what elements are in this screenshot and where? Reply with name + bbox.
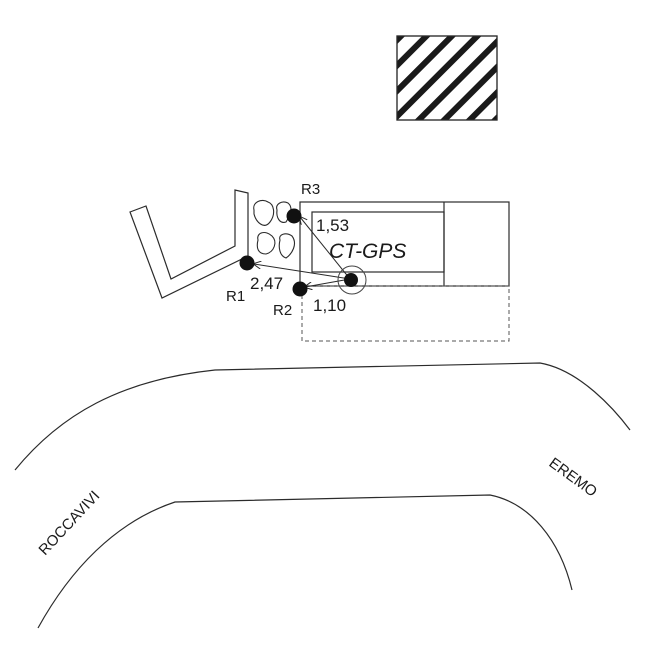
ct-gps-marker [344, 273, 358, 287]
main-structure [299, 201, 510, 287]
dashed-area [301, 285, 510, 342]
distance-r3: 1,53 [316, 216, 349, 235]
station-label: CT-GPS [329, 240, 406, 263]
receiver-r3-label: R3 [301, 181, 320, 198]
receiver-r1-label: R1 [226, 288, 245, 305]
road-inner-edge [37, 494, 573, 629]
line-to-r2 [305, 278, 351, 287]
line-to-r3 [300, 217, 351, 280]
receiver-r1-marker [239, 255, 255, 271]
road-outer-edge [14, 362, 631, 471]
road-label-west: ROCCAVIVI [35, 488, 103, 559]
measurement-lines [254, 217, 351, 287]
l-shaped-wall [129, 189, 249, 299]
ct-gps-circle [337, 265, 367, 295]
receiver-r3-marker [286, 208, 302, 224]
distance-r1: 2,47 [250, 274, 283, 293]
distance-r2: 1,10 [313, 296, 346, 315]
receiver-r2-label: R2 [273, 302, 292, 319]
boulders [253, 199, 295, 259]
line-to-r1 [254, 264, 351, 280]
receiver-r2-marker [292, 281, 308, 297]
road-label-east: EREMO [546, 454, 601, 500]
hatched-building [396, 35, 498, 121]
